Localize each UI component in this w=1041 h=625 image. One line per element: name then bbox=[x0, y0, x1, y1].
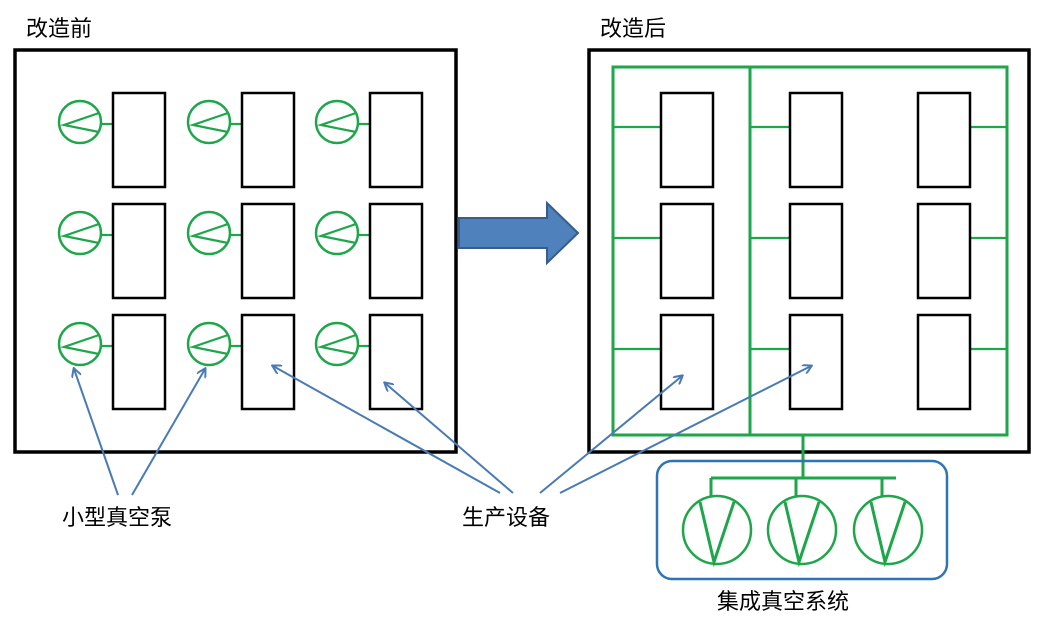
production-equipment-box bbox=[788, 91, 844, 189]
production-equipment-box bbox=[659, 202, 715, 300]
production-equipment-box bbox=[659, 313, 715, 411]
vacuum-pump-icon bbox=[314, 321, 360, 367]
vacuum-pump-icon bbox=[186, 321, 232, 367]
pump-impeller-mark bbox=[783, 501, 821, 568]
production-equipment-box bbox=[240, 313, 296, 411]
vacuum-pump-icon bbox=[57, 321, 103, 367]
production-equipment-box bbox=[368, 313, 424, 411]
production-equipment-box bbox=[368, 202, 424, 300]
production-equipment-box bbox=[111, 91, 167, 189]
callout-arrow-equip-4 bbox=[559, 366, 811, 494]
vacuum-pump-icon bbox=[57, 99, 103, 145]
small-pumps-label: 小型真空泵 bbox=[62, 506, 172, 531]
pump-impeller-mark bbox=[316, 222, 357, 245]
production-equipment-box bbox=[240, 91, 296, 189]
vacuum-pump-icon bbox=[766, 494, 838, 566]
before-panel bbox=[13, 48, 458, 454]
pump-impeller-mark bbox=[59, 222, 100, 245]
after-equipment-group bbox=[613, 91, 1007, 411]
production-equipment-box bbox=[788, 202, 844, 300]
production-equipment-box bbox=[368, 91, 424, 189]
vacuum-pump-icon bbox=[852, 494, 924, 566]
vacuum-pump-icon bbox=[314, 210, 360, 256]
vacuum-pump-icon bbox=[681, 494, 753, 566]
production-equipment-box bbox=[788, 313, 844, 411]
integrated-system-box bbox=[655, 459, 949, 581]
production-equipment-box bbox=[111, 202, 167, 300]
callout-arrow-equip-2 bbox=[385, 383, 514, 494]
callout-arrow-equip-1 bbox=[273, 366, 501, 494]
before-equipment-group bbox=[57, 91, 424, 411]
vacuum-pump-icon bbox=[57, 210, 103, 256]
pump-impeller-mark bbox=[188, 222, 229, 245]
pump-impeller-mark bbox=[869, 501, 907, 568]
integrated-system-label: 集成真空系统 bbox=[717, 590, 849, 615]
vacuum-pump-icon bbox=[314, 99, 360, 145]
callout-arrows bbox=[74, 366, 811, 496]
callout-arrow-equip-3 bbox=[539, 376, 682, 494]
production-equipment-box bbox=[111, 313, 167, 411]
pump-impeller-mark bbox=[188, 333, 229, 356]
vacuum-pump-icon bbox=[186, 210, 232, 256]
pump-impeller-mark bbox=[698, 501, 736, 568]
pump-impeller-mark bbox=[59, 111, 100, 134]
before-title: 改造前 bbox=[26, 17, 92, 42]
callout-arrow-pump-1 bbox=[74, 369, 119, 496]
after-title: 改造后 bbox=[600, 17, 666, 42]
production-equipment-box bbox=[916, 313, 972, 411]
production-equipment-box bbox=[240, 202, 296, 300]
integrated-pump-group bbox=[681, 478, 924, 568]
pipe-network bbox=[611, 65, 1009, 480]
production-equipment-box bbox=[916, 202, 972, 300]
pump-impeller-mark bbox=[188, 111, 229, 134]
right-arrow-icon bbox=[458, 200, 580, 266]
pump-impeller-mark bbox=[59, 333, 100, 356]
vacuum-pump-icon bbox=[186, 99, 232, 145]
pump-impeller-mark bbox=[316, 333, 357, 356]
after-panel bbox=[587, 48, 1031, 454]
production-equipment-box bbox=[659, 91, 715, 189]
production-equipment-label: 生产设备 bbox=[462, 506, 550, 531]
callout-arrow-pump-2 bbox=[131, 369, 205, 496]
pump-impeller-mark bbox=[316, 111, 357, 134]
production-equipment-box bbox=[916, 91, 972, 189]
